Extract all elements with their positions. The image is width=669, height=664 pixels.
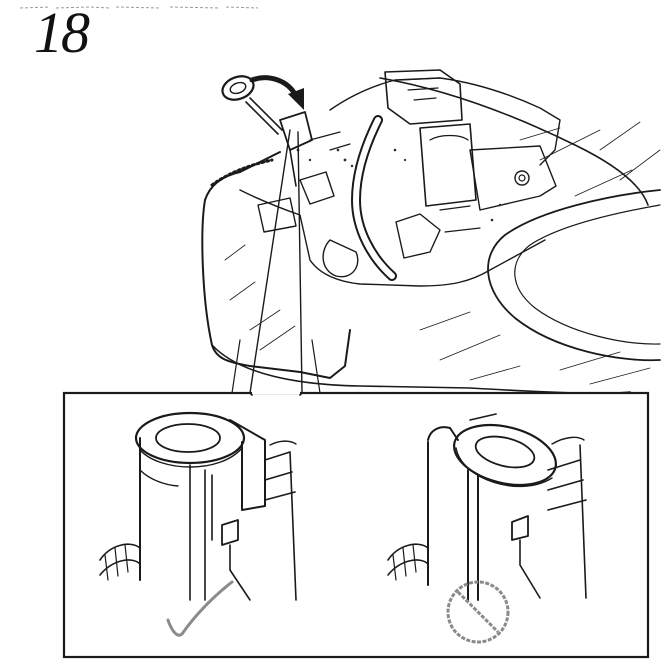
filter-ring-handle	[221, 75, 313, 187]
scan-artifact-line	[20, 6, 259, 9]
detail-panel-correct	[99, 411, 297, 637]
detail-inset-frame	[62, 391, 650, 659]
rotate-arrow-icon	[249, 75, 304, 110]
prohibited-icon	[446, 580, 510, 644]
internal-mechanism	[257, 69, 557, 281]
appliance-body	[201, 77, 661, 395]
check-mark-icon	[166, 580, 234, 637]
step-number: 18	[34, 0, 90, 65]
callout-leader-lines	[231, 129, 321, 394]
detail-panel-incorrect	[387, 413, 587, 644]
